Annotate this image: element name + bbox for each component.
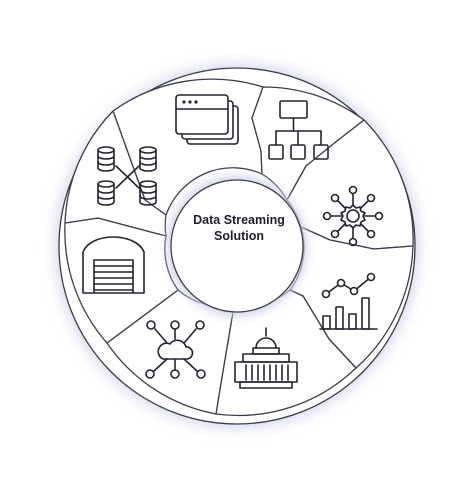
- center-hub: [170, 179, 304, 313]
- network-hub-gear-icon: [322, 185, 384, 247]
- hierarchy-tree-icon: [268, 100, 329, 160]
- center-title-line-2: Solution: [214, 229, 264, 243]
- center-title: Data Streaming Solution: [176, 212, 302, 244]
- government-building-icon: [234, 327, 298, 389]
- bar-line-chart-icon: [319, 272, 378, 330]
- warehouse-icon: [82, 236, 145, 294]
- browser-windows-icon: [175, 94, 239, 145]
- database-cluster-icon: [97, 146, 157, 206]
- cloud-network-icon: [145, 320, 206, 379]
- segment-database[interactable]: [64, 110, 167, 237]
- center-title-line-1: Data Streaming: [193, 213, 285, 227]
